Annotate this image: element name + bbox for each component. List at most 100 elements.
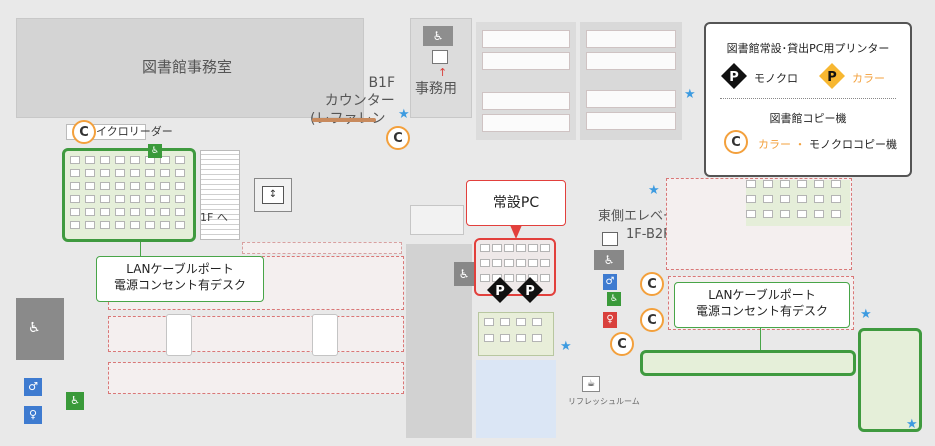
printer-mono-1: P	[487, 277, 513, 303]
seat	[540, 259, 550, 267]
seat	[145, 195, 155, 203]
seat	[145, 182, 155, 190]
seat	[70, 156, 80, 164]
seat	[85, 208, 95, 216]
legend-copy-color: カラー	[758, 138, 791, 151]
seat	[797, 210, 807, 218]
copy-marker-5: C	[610, 332, 634, 356]
legend-divider	[720, 98, 896, 99]
seat	[528, 244, 538, 252]
legend-mono-letter: P	[729, 70, 739, 85]
printer-letter-1: P	[495, 284, 505, 299]
stairs	[200, 150, 240, 240]
legend-printer-title: 図書館常設･貸出PC用プリンター	[726, 42, 890, 55]
seat	[160, 156, 170, 164]
east-elevator-icon	[602, 232, 618, 246]
seat	[70, 208, 80, 216]
lan-callout-right: LANケーブルポート 電源コンセント有デスク	[674, 282, 850, 328]
star-icon: ★	[684, 87, 696, 102]
star-icon: ★	[398, 107, 410, 122]
refresh-room-icon: ☕	[582, 376, 600, 392]
reading-table-1	[166, 314, 192, 356]
legend-copy-mono: モノクロコピー機	[809, 138, 897, 151]
printer-mono-2: P	[517, 277, 543, 303]
star-icon: ★	[648, 183, 660, 198]
seat	[532, 318, 542, 326]
restroom-icon-top: ♿	[423, 26, 453, 46]
seat	[780, 180, 790, 188]
seat	[160, 221, 170, 229]
seat	[175, 169, 185, 177]
seat	[160, 169, 170, 177]
legend-color-label: カラー	[852, 72, 885, 85]
legend-copy-label: カラー ・ モノクロコピー機	[758, 136, 897, 152]
right-seat-block	[746, 180, 850, 226]
seat	[85, 221, 95, 229]
seat	[516, 274, 526, 282]
elevator-small-icon	[432, 50, 448, 64]
seat	[100, 182, 110, 190]
seat	[540, 274, 550, 282]
library-office-room	[16, 18, 364, 118]
seat	[484, 334, 494, 342]
seat	[115, 195, 125, 203]
lan-callout-left: LANケーブルポート 電源コンセント有デスク	[96, 256, 264, 302]
seat	[763, 195, 773, 203]
seat	[504, 244, 514, 252]
legend-copy-icon: C	[724, 130, 748, 154]
seat	[746, 210, 756, 218]
legend-mono-printer-icon: P	[721, 63, 747, 89]
microreader-label: イクロリーダー	[96, 125, 173, 138]
legend-copy-sep: ・	[794, 138, 806, 151]
seat	[100, 208, 110, 216]
blue-floor-area	[476, 360, 556, 438]
lan-callout-right-pointer	[760, 328, 761, 350]
shelf-area-left-3	[108, 362, 404, 394]
seat	[100, 221, 110, 229]
restroom-icon-left: ♿	[28, 320, 41, 336]
copy-marker-2: C	[386, 126, 410, 150]
restroom-woman-icon-right: ♀	[603, 312, 617, 328]
shelf-area-left-2	[108, 316, 404, 352]
seat	[130, 169, 140, 177]
star-icon: ★	[860, 307, 872, 322]
library-office-label: 図書館事務室	[142, 58, 233, 76]
seat	[831, 195, 841, 203]
seat	[540, 244, 550, 252]
seat	[115, 156, 125, 164]
stairs-label: 1F へ	[200, 211, 228, 224]
seat	[70, 182, 80, 190]
shelf-row	[586, 52, 676, 70]
seat	[175, 156, 185, 164]
seat	[516, 259, 526, 267]
refresh-room-label: リフレッシュルーム	[568, 397, 640, 406]
seat	[85, 169, 95, 177]
seat	[763, 180, 773, 188]
seat	[814, 180, 824, 188]
seat	[85, 156, 95, 164]
lan-callout-right-line1: LANケーブルポート	[708, 288, 816, 302]
lan-desk-area-far-right	[858, 328, 922, 432]
seat	[70, 221, 80, 229]
lan-callout-left-line1: LANケーブルポート	[126, 262, 234, 276]
accessible-icon-top: ♿	[148, 144, 162, 158]
seat	[480, 259, 490, 267]
seat	[516, 244, 526, 252]
copy-marker-1: C	[72, 120, 96, 144]
seat	[130, 208, 140, 216]
seat	[115, 169, 125, 177]
seat	[130, 156, 140, 164]
shelf-row	[482, 114, 570, 132]
seat	[500, 334, 510, 342]
shelf-row	[586, 112, 676, 130]
corridor-block	[410, 205, 464, 235]
restroom-man-icon: ♂	[24, 378, 42, 396]
counter-desk	[312, 118, 376, 122]
lan-desk-area-left	[62, 148, 196, 242]
lan-desk-area-right	[640, 350, 856, 376]
seat	[70, 195, 80, 203]
shelf-row	[586, 30, 676, 48]
pc-callout: 常設PC	[466, 180, 566, 226]
seat	[780, 195, 790, 203]
seat	[532, 334, 542, 342]
